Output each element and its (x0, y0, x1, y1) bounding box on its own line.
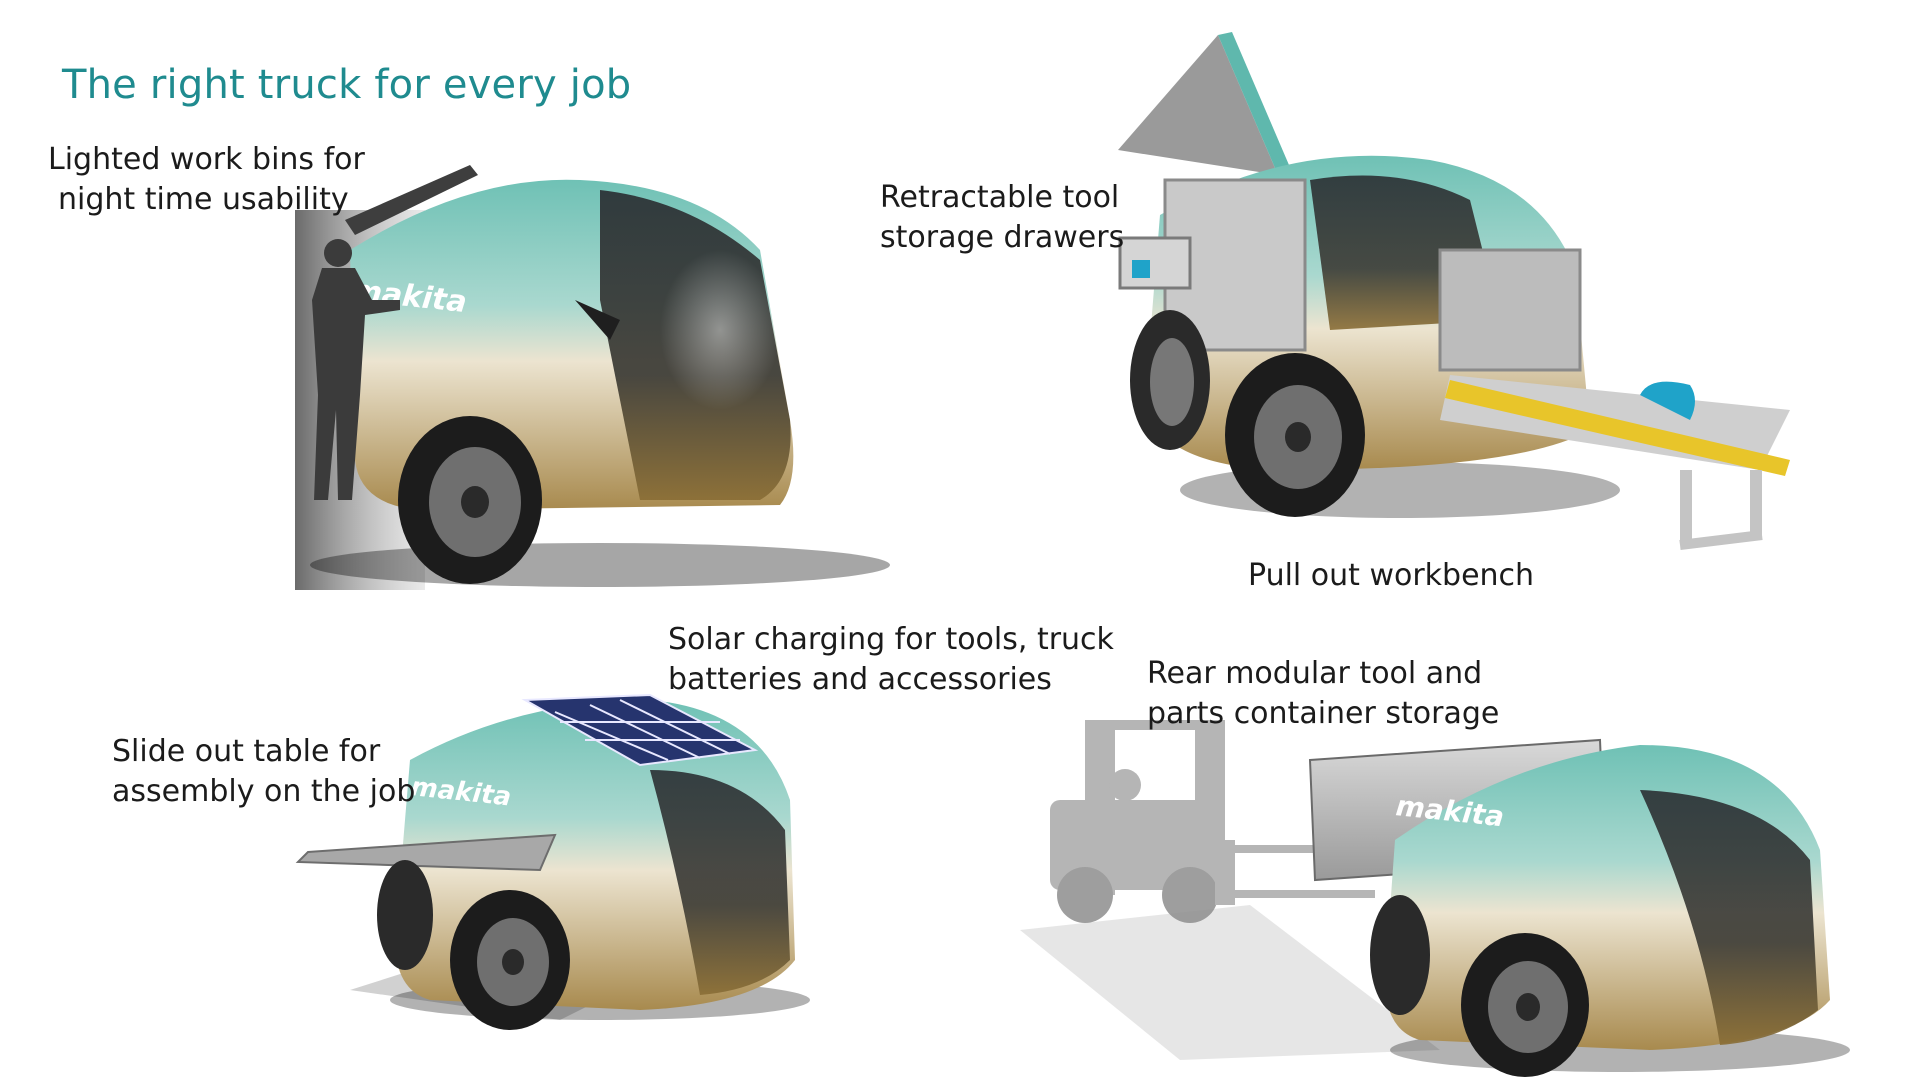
caption-line: Rear modular tool and (1147, 656, 1483, 691)
caption-line: Lighted work bins for (48, 142, 365, 177)
caption-line: Slide out table for (112, 734, 381, 769)
caption-workbench: Pull out workbench (1248, 556, 1534, 596)
caption-rear-storage: Rear modular tool and parts container st… (1147, 654, 1499, 734)
caption-drawers: Retractable tool storage drawers (880, 178, 1124, 258)
rear-hatch (1438, 248, 1582, 372)
open-bin-lid (345, 165, 478, 235)
saw-blade (1640, 381, 1695, 420)
caption-slide-table: Slide out table for assembly on the job (112, 732, 415, 812)
caption-line: batteries and accessories (668, 662, 1052, 697)
truck-rear-storage-illustration: makita (1020, 720, 1850, 1077)
caption-line: night time usability (58, 182, 349, 217)
worker-silhouette (312, 239, 400, 500)
workbench-rail (1445, 380, 1790, 476)
caption-line: storage drawers (880, 220, 1125, 255)
caption-line: parts container storage (1147, 696, 1500, 731)
retracted-drawer (1118, 236, 1192, 290)
wheel (1370, 895, 1430, 1015)
caption-work-bins: Lighted work bins for night time usabili… (48, 140, 365, 220)
wheel (398, 416, 542, 584)
truck-work-bins-illustration: makita (295, 165, 890, 590)
caption-line: Retractable tool (880, 180, 1120, 215)
wheel (1461, 933, 1589, 1077)
forklift-silhouette (1050, 720, 1375, 923)
wheel (377, 860, 433, 970)
truck-solar-illustration: makita (295, 693, 810, 1030)
caption-line: Pull out workbench (1248, 558, 1535, 593)
wheel (450, 890, 570, 1030)
truck-workbench-illustration (1118, 32, 1790, 550)
caption-line: Solar charging for tools, truck (668, 622, 1114, 657)
open-roof-panel (1118, 35, 1278, 175)
caption-solar: Solar charging for tools, truck batterie… (668, 620, 1114, 700)
solar-panel (521, 693, 759, 767)
slide-out-table (295, 833, 557, 872)
wheel (1225, 353, 1365, 517)
wheel (1130, 310, 1210, 450)
caption-line: assembly on the job (112, 774, 416, 809)
page-title: The right truck for every job (62, 62, 632, 108)
